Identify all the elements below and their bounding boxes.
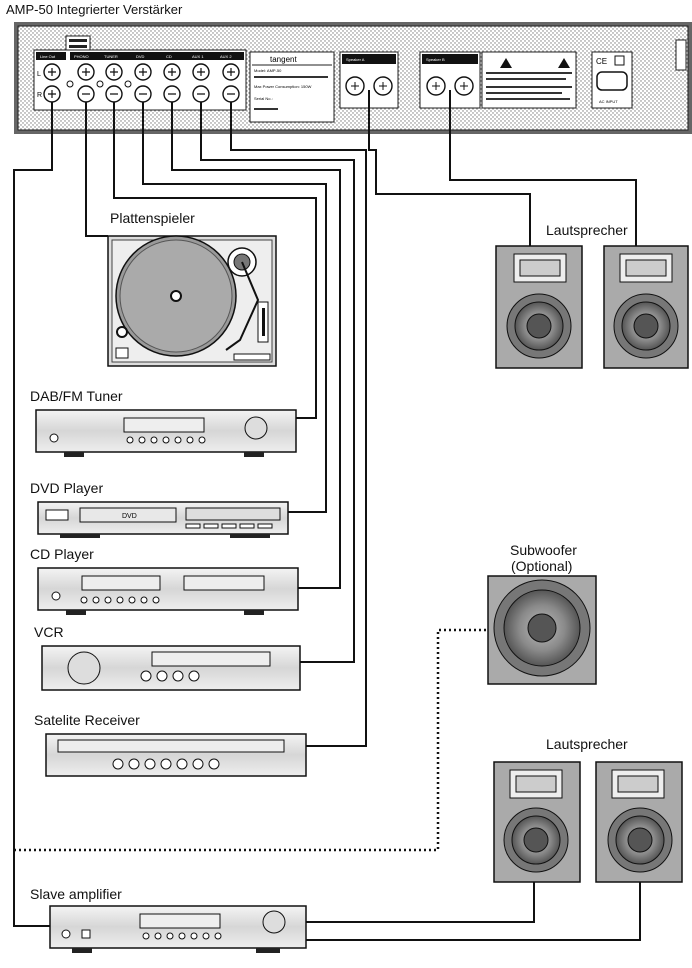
front-left-speaker-cable: [368, 90, 531, 246]
line-out-text: Line Out: [40, 54, 56, 59]
satellite-cable: [230, 102, 367, 747]
serial-line-text: Serial No.:: [254, 96, 273, 101]
aux2-input-text: AUX 2: [220, 54, 232, 59]
cd-cable: [171, 102, 341, 589]
front-speakers-label: Lautsprecher: [546, 222, 628, 238]
satellite-label: Satelite Receiver: [34, 712, 140, 728]
dvd-tray-text: DVD: [122, 513, 137, 520]
dvd-tray: [79, 507, 177, 523]
speaker-terminal-b: Speaker B: [419, 51, 481, 109]
ce-mark-text: CE: [596, 57, 607, 66]
vcr-label: VCR: [34, 624, 64, 640]
amplifier-rear-panel: Line Out PHONO TUNER DVD CD AUX 1 AUX 2 …: [14, 22, 692, 134]
vcr-cable: [200, 102, 355, 663]
cd-input-text: CD: [166, 54, 172, 59]
tuner-knob: [244, 416, 268, 440]
model-info-label: tangent Model: AMP-50 Max Power Consumpt…: [249, 51, 335, 123]
ac-input-socket: CE AC INPUT: [591, 51, 633, 109]
slave-amp-display: [139, 913, 221, 929]
dvd-label: DVD Player: [30, 480, 104, 496]
satellite-receiver: [45, 733, 307, 777]
tuner-label: DAB/FM Tuner: [30, 388, 123, 404]
subwoofer-label: Subwoofer: [510, 542, 577, 558]
power-switch: [675, 39, 687, 71]
turntable-label: Plattenspieler: [110, 210, 195, 226]
satellite-display: [57, 739, 285, 753]
cd-tray: [183, 575, 265, 591]
model-line-text: Model: AMP-50: [254, 68, 282, 73]
tuner-input-text: TUNER: [104, 54, 118, 59]
rear-right-speaker-cable: [306, 882, 641, 941]
speaker-b-text: Speaker B: [426, 57, 445, 62]
svg-text:R: R: [37, 92, 42, 99]
caution-label: [481, 51, 577, 109]
diagram-title: AMP-50 Integrierter Verstärker: [6, 2, 183, 17]
subwoofer-optional-label: (Optional): [511, 558, 573, 574]
ac-input-text: AC INPUT: [599, 99, 618, 104]
signal-cables: [13, 90, 641, 941]
svg-text:L: L: [37, 71, 41, 78]
vcr-tape-slot: [151, 651, 271, 667]
dvd-cable: [142, 102, 327, 513]
aux1-input-text: AUX 1: [192, 54, 204, 59]
slave-amp-label: Slave amplifier: [30, 886, 122, 902]
line-out-cable: [13, 102, 53, 927]
dvd-player: DVD: [37, 501, 289, 538]
subwoofer-cable-optional: [14, 628, 488, 852]
phono-cable: [85, 102, 108, 237]
tuner-cable: [113, 102, 317, 419]
front-right-speaker: [603, 245, 689, 369]
tuner-display: [123, 417, 205, 433]
speakers: [487, 245, 689, 883]
vcr-knob: [67, 651, 101, 685]
front-left-speaker: [495, 245, 583, 369]
cd-label: CD Player: [30, 546, 94, 562]
rating-line-text: Max Power Consumption: 150W: [254, 84, 312, 89]
rca-input-block: Line Out PHONO TUNER DVD CD AUX 1 AUX 2 …: [33, 49, 247, 111]
phono-text: PHONO: [74, 54, 89, 59]
rear-speakers-label: Lautsprecher: [546, 736, 628, 752]
slave-amp-volume-knob: [262, 910, 286, 934]
speaker-a-text: Speaker A: [346, 57, 365, 62]
front-right-speaker-cable: [449, 90, 637, 246]
dvd-input-text: DVD: [136, 54, 145, 59]
rear-left-speaker-cable: [306, 882, 535, 923]
cd-display: [81, 575, 161, 591]
brand-text: tangent: [270, 55, 297, 64]
vcr: [41, 645, 301, 691]
cd-player: [37, 567, 299, 615]
rear-right-speaker: [595, 761, 683, 883]
tonearm: [225, 261, 260, 351]
turntable: [107, 235, 277, 367]
slave-amplifier: [49, 905, 307, 953]
dab-fm-tuner: [35, 409, 297, 457]
rear-left-speaker: [493, 761, 581, 883]
subwoofer: [487, 575, 597, 685]
